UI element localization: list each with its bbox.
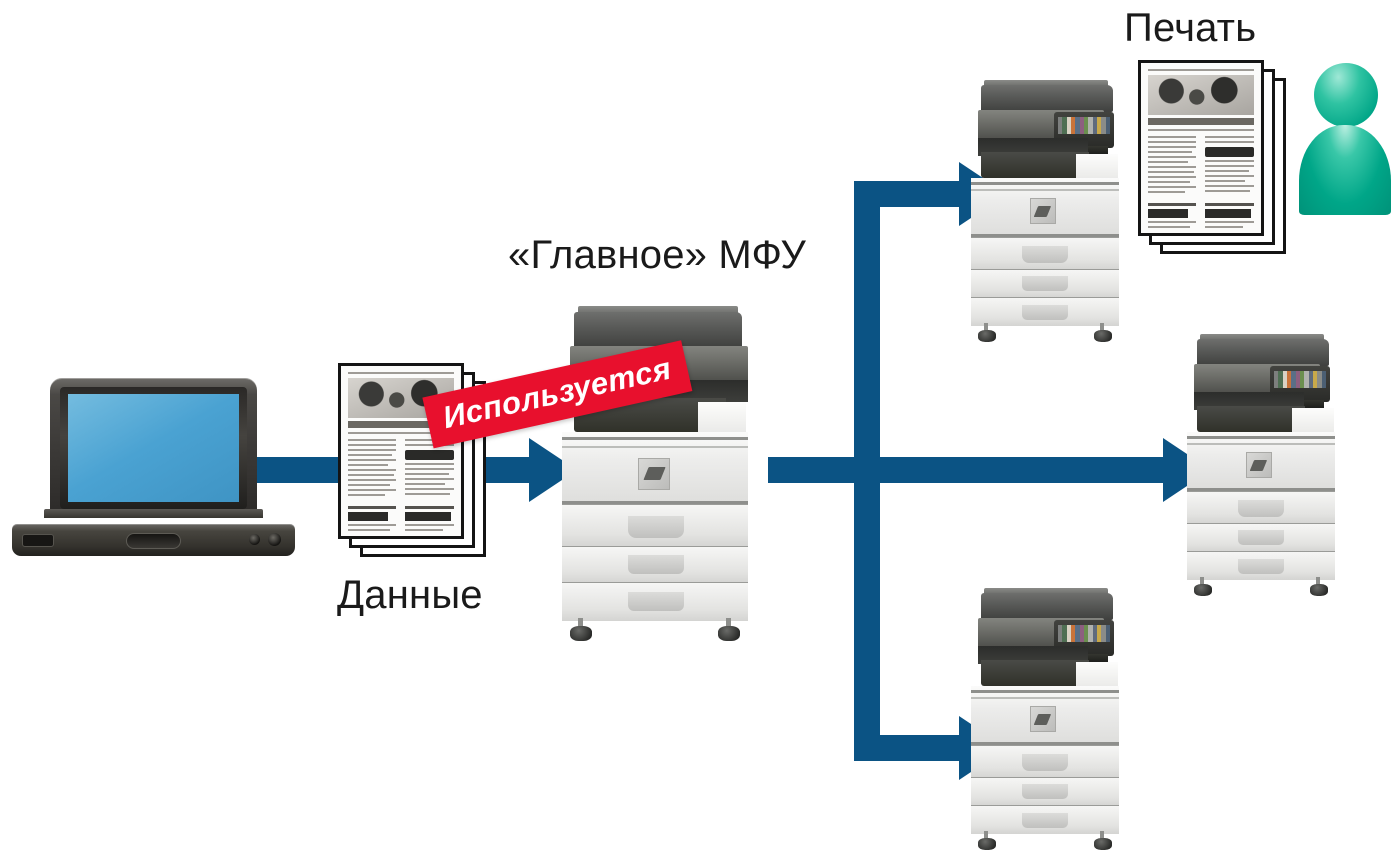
mfp-panel-app-icon[interactable] [1083, 117, 1089, 134]
mfp-panel-app-icon[interactable] [1066, 625, 1071, 642]
mfp-panel-app-icon[interactable] [1308, 371, 1313, 388]
mfp-printer-icon-top [966, 80, 1128, 342]
mfp-printer-icon-right [1182, 334, 1344, 596]
mfp-panel-app-icon[interactable] [1096, 625, 1102, 642]
mfp-panel-app-icon[interactable] [1278, 371, 1283, 388]
mfp-panel-app-icon[interactable] [1304, 371, 1309, 388]
mfp-panel-app-icon[interactable] [1079, 117, 1084, 134]
mfp-panel-app-icon[interactable] [1101, 625, 1106, 642]
mfp-panel-app-icon[interactable] [1101, 117, 1106, 134]
mfp-panel-app-icon[interactable] [1079, 625, 1084, 642]
mfp-panel-app-icon[interactable] [1299, 371, 1305, 388]
flow-arrow-to-bottom-mfp-shaft [854, 735, 966, 761]
mfp-panel-app-icon[interactable] [1274, 371, 1279, 388]
mfp-panel-app-icon[interactable] [1096, 117, 1102, 134]
label-data: Данные [337, 573, 483, 617]
mfp-panel-app-icon[interactable] [1062, 117, 1067, 134]
mfp-control-panel-right[interactable] [1270, 366, 1330, 402]
person-icon [1297, 63, 1393, 218]
mfp-panel-app-icon[interactable] [1088, 625, 1093, 642]
mfp-panel-screen-top[interactable] [1058, 117, 1110, 134]
mfp-panel-app-icon[interactable] [1317, 371, 1322, 388]
mfp-panel-app-icon[interactable] [1282, 371, 1287, 388]
mfp-panel-app-icon[interactable] [1070, 117, 1076, 134]
flow-arrow-to-right-mfp-shaft [854, 457, 1170, 483]
mfp-panel-screen-right[interactable] [1274, 371, 1326, 388]
mfp-panel-app-icon[interactable] [1058, 625, 1063, 642]
mfp-panel-app-icon[interactable] [1105, 117, 1110, 134]
laptop-icon [8, 378, 298, 558]
mfp-panel-app-icon[interactable] [1092, 117, 1097, 134]
mfp-panel-app-icon[interactable] [1066, 117, 1071, 134]
mfp-printer-icon-bottom [966, 588, 1128, 850]
mfp-panel-app-icon[interactable] [1105, 625, 1110, 642]
mfp-panel-app-icon[interactable] [1295, 371, 1300, 388]
status-badge-in-use: Используется [422, 340, 693, 449]
mfp-panel-app-icon[interactable] [1321, 371, 1326, 388]
mfp-panel-app-icon[interactable] [1058, 117, 1063, 134]
mfp-panel-screen-bottom[interactable] [1058, 625, 1110, 642]
flow-arrow-to-top-mfp-shaft [854, 181, 966, 207]
mfp-panel-app-icon[interactable] [1075, 117, 1080, 134]
label-main-mfp: «Главное» МФУ [508, 233, 806, 277]
mfp-panel-app-icon[interactable] [1312, 371, 1318, 388]
mfp-panel-app-icon[interactable] [1286, 371, 1292, 388]
mfp-panel-app-icon[interactable] [1092, 625, 1097, 642]
mfp-panel-app-icon[interactable] [1070, 625, 1076, 642]
document-stack-icon-printed [1138, 60, 1290, 256]
mfp-panel-app-icon[interactable] [1062, 625, 1067, 642]
mfp-panel-app-icon[interactable] [1083, 625, 1089, 642]
mfp-panel-app-icon[interactable] [1075, 625, 1080, 642]
mfp-panel-app-icon[interactable] [1291, 371, 1296, 388]
label-print: Печать [1124, 6, 1257, 50]
mfp-panel-app-icon[interactable] [1088, 117, 1093, 134]
